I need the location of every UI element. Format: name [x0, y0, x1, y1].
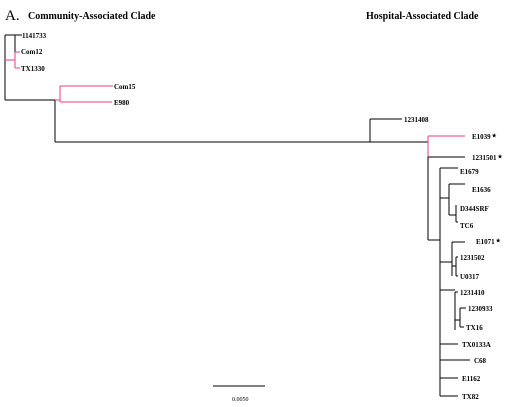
tip-label: TX82 [462, 393, 479, 401]
tip-labels: 1141733 Com12 TX1330 Com15 E980 1231408 … [21, 32, 497, 401]
star-marker [497, 154, 503, 159]
tip-label: 1141733 [22, 32, 47, 40]
tip-label: E1162 [462, 375, 481, 383]
tip-label: Com15 [114, 83, 136, 91]
tip-label: D344SRF [460, 205, 489, 213]
star-marker [491, 133, 497, 138]
tip-label: TX16 [466, 324, 483, 332]
panel-letter: A. [5, 8, 20, 24]
tip-label: U0317 [460, 273, 480, 281]
star-markers [491, 133, 503, 243]
tip-label: TX1330 [21, 65, 45, 73]
tip-label: 1231410 [460, 289, 485, 297]
tip-label: 1231501 [472, 154, 497, 162]
tip-label: 1231408 [404, 116, 429, 124]
scale-bar: 0.0050 [213, 385, 265, 403]
hospital-clade-title: Hospital-Associated Clade [366, 11, 479, 22]
tip-label: E1039 [472, 133, 491, 141]
tip-label: TX0133A [462, 341, 491, 349]
community-clade-title: Community-Associated Clade [28, 11, 156, 22]
tip-label: E1636 [472, 186, 491, 194]
tip-label: Com12 [21, 48, 43, 56]
tip-label: TC6 [460, 222, 474, 230]
hospital-clade-branches [369, 118, 470, 397]
tip-label: 1230933 [468, 305, 493, 313]
community-clade-branches [4, 34, 370, 143]
star-marker [495, 238, 501, 243]
tip-label: E1071 [476, 238, 495, 246]
tip-label: 1231502 [460, 254, 485, 262]
tip-label: E980 [114, 99, 130, 107]
scale-bar-label: 0.0050 [232, 397, 249, 403]
tip-label: E1679 [460, 168, 479, 176]
tip-label: C68 [474, 357, 487, 365]
